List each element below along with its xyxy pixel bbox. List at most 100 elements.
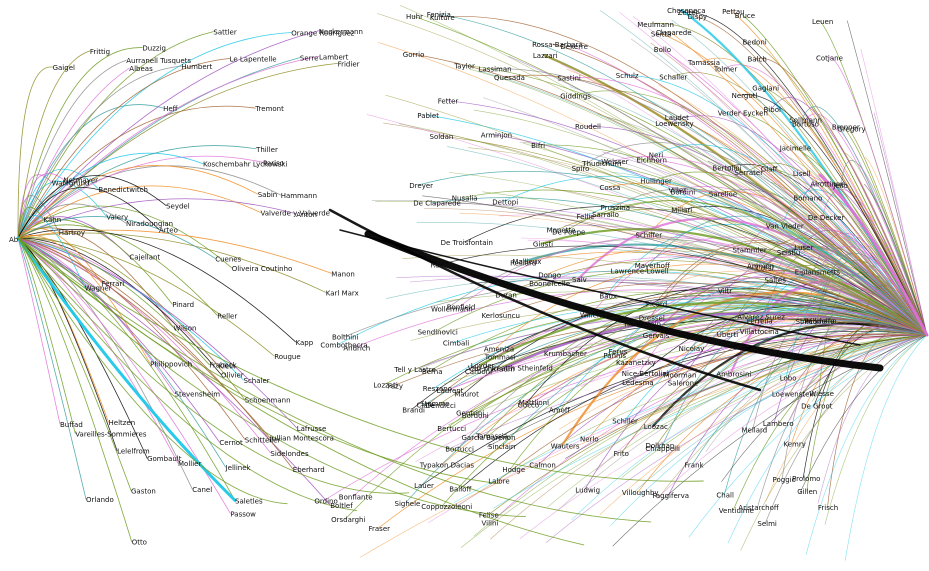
node-label: Lisell [793,170,811,178]
node-label: Lafrusse [297,425,327,433]
node-label: Bruce [735,12,755,20]
node-label: Van Vleder [766,223,804,231]
graph-edge [469,280,928,336]
graph-edge [763,87,928,336]
graph-edge [669,333,928,408]
node-label: Nusalia [452,195,478,203]
node-label: Humbert [181,63,212,71]
graph-edge [17,203,127,239]
node-label: Lalore [488,478,509,486]
node-label: Arminjon [481,132,512,140]
node-label: Ventiuime [719,507,754,515]
node-label: Luser [794,244,813,252]
graph-edge [17,237,210,366]
node-label: Saltes [765,277,787,285]
node-label: Leuen [812,18,833,26]
node-label: Sastini [557,75,581,83]
graph-edge [508,56,928,336]
node-label: Van Wyreatth Stheinfeld [468,365,553,373]
node-label: Carboni [465,368,492,376]
node-label: Moorman [664,372,697,380]
graph-edge [547,334,928,508]
node-label: Lambert [319,53,349,61]
node-label: Stevensheim [175,391,221,399]
node-label: Niradoungian [126,220,173,228]
node-label: Tell y Lastre [393,366,436,374]
node-label: Ferrella [747,318,773,326]
node-label: Alrottinne [810,180,844,188]
graph-edge [17,237,275,357]
node-label: Lozzati [373,381,397,389]
graph-edge [640,95,928,336]
node-label: Saletles [235,497,263,505]
graph-edge [448,333,928,426]
node-label: Bifri [531,142,545,150]
node-label: Gorrio [403,51,425,59]
node-label: De Claparede [413,200,461,208]
graph-edge [17,237,294,470]
node-label: Jullian Montescora [269,435,334,443]
graph-edge [17,145,257,239]
graph-edge [446,238,928,336]
graph-edge [864,184,928,336]
node-label: Neri [649,152,663,160]
node-label: Hartroy [59,229,85,237]
graph-edge [566,68,928,336]
graph-edge [17,63,338,239]
node-label: Typakon Dacias [419,462,475,470]
graph-edge [519,141,928,336]
node-label: Claparede [656,29,692,37]
node-label: Arteo [159,226,178,234]
graph-edge [742,94,928,336]
node-label: Tremont [254,105,284,113]
node-label: Bortucci [445,446,474,454]
node-label: Kemry [784,440,806,448]
node-label: Schitteiler [245,436,281,444]
node-label: Fenizia [427,11,451,19]
node-label: Gocco [518,401,540,409]
node-label: Wagner [85,284,112,292]
node-label: Pablet [417,112,439,120]
graph-edge [399,5,928,336]
node-label: Stomme [420,400,449,408]
graph-edge [17,237,271,454]
node-label: Chall [716,492,734,500]
node-label: Pannis [603,352,626,360]
node-label: Quesada [494,74,525,82]
graph-edge [755,58,928,336]
graph-edge [771,97,928,336]
node-label: Manon [331,270,355,278]
graph-edge [339,229,861,346]
node-label: Cimbali [443,340,469,348]
node-label: Reillard [510,259,536,267]
node-label: Choseneca [667,7,705,15]
graph-edge [17,58,230,239]
node-label: Ledesma [622,379,654,387]
node-label: Orange Rodriguez [291,30,354,38]
graph-edge [17,165,259,239]
node-label: Karl Marx [326,289,359,297]
node-label: Loozac [644,423,668,431]
node-label: Nice-Bertolini [622,370,669,378]
node-label: Wiesse [809,390,834,398]
node-label: Ferrari [102,280,125,288]
node-label: Combothecra [320,342,367,350]
node-label: Berna [422,368,443,376]
node-label: Gentrini [456,410,484,418]
graph-edge [421,311,928,369]
graph-edge [423,208,928,336]
node-label: Sendinovici [418,328,458,336]
graph-edge [799,334,928,494]
node-label: De Groot [801,403,833,411]
node-label: Maurot [454,391,479,399]
hub-node-left: Ab [9,236,19,244]
graph-edge [17,237,500,485]
node-label: Kulture [430,14,455,22]
graph-edge [17,237,585,546]
node-label: Seitta [651,31,671,39]
edge-layer [16,5,929,561]
node-label: Aristarchoff [738,504,779,512]
node-label: Hullinger [640,178,672,186]
node-label: Cajellant [129,254,160,262]
node-label: Schaller [659,74,687,82]
